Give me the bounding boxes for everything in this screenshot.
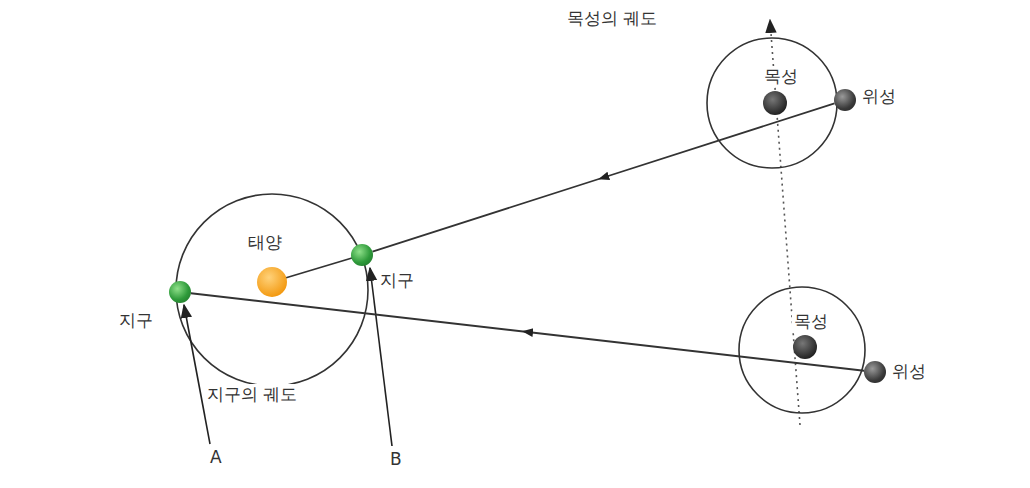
jupiter	[793, 335, 817, 359]
sun-label: 태양	[246, 232, 284, 252]
earth-orbit	[176, 194, 368, 386]
node-label: 지구	[117, 310, 155, 330]
node-label: 지구	[378, 270, 416, 290]
point-label: B	[388, 449, 404, 469]
leader-arrow	[370, 268, 392, 446]
satellite-orbit	[739, 287, 865, 413]
node-label: 위성	[860, 86, 898, 106]
earth-dot: 지구	[351, 244, 373, 266]
planet-label: 목성	[792, 311, 830, 331]
orbit-label: 지구의 궤도	[205, 384, 299, 404]
point-label: A	[208, 447, 224, 467]
light-path	[372, 103, 834, 251]
satellite-orbit	[707, 38, 837, 168]
light-path	[191, 293, 864, 370]
sun	[257, 267, 287, 297]
planet-label: 목성	[762, 66, 800, 86]
earth-dot: 지구	[169, 281, 191, 303]
jupiter	[763, 91, 787, 115]
satellite-dot: 위성	[834, 89, 856, 111]
satellite-dot: 위성	[864, 361, 886, 383]
node-label: 위성	[890, 361, 928, 381]
orbit-label: 목성의 궤도	[565, 8, 659, 28]
leader-arrow	[184, 305, 210, 444]
